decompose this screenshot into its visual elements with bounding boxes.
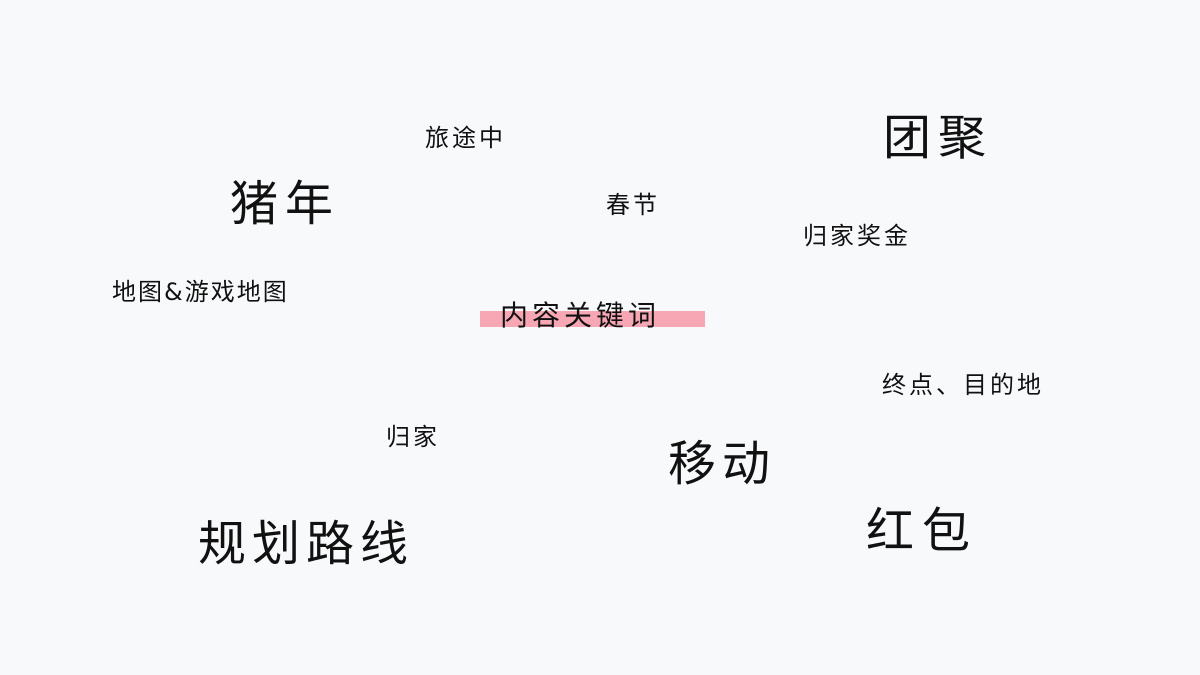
keyword-destination: 终点、目的地 <box>882 371 1044 399</box>
keyword-plan-route: 规划路线 <box>198 516 415 572</box>
keyword-reunion: 团聚 <box>883 110 994 166</box>
keyword-homecoming-bonus: 归家奖金 <box>803 222 911 250</box>
center-keyword-group: 内容关键词 <box>480 300 705 340</box>
keyword-travel: 旅途中 <box>425 124 506 152</box>
keyword-return-home: 归家 <box>386 423 440 451</box>
keyword-spring-festival: 春节 <box>606 191 660 219</box>
center-keyword-highlight <box>480 311 705 327</box>
center-keyword-text: 内容关键词 <box>500 299 661 332</box>
keyword-map-game-map: 地图&游戏地图 <box>112 278 289 306</box>
keyword-pig-year: 猪年 <box>230 176 341 232</box>
keyword-move: 移动 <box>668 436 777 492</box>
keyword-red-envelope: 红包 <box>866 503 979 559</box>
